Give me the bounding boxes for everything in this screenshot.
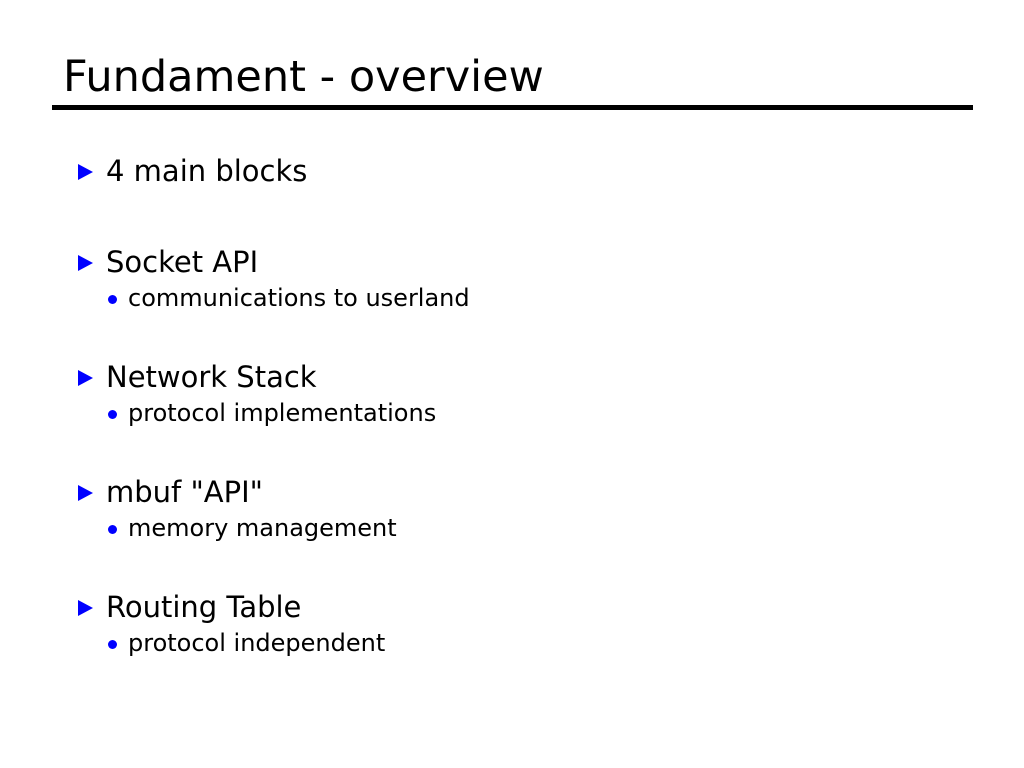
bullet-label-level2: protocol independent bbox=[128, 629, 386, 657]
bullet-label-level2: memory management bbox=[128, 514, 397, 542]
outline-group: Network Stack protocol implementations bbox=[78, 356, 978, 430]
bullet-item-level2: protocol implementations bbox=[108, 397, 978, 430]
outline-group: Routing Table protocol independent bbox=[78, 586, 978, 660]
bullet-item-level2: protocol independent bbox=[108, 627, 978, 660]
bullet-label-level1: Network Stack bbox=[106, 359, 317, 394]
group-spacer bbox=[78, 315, 978, 356]
bullet-label-level2: protocol implementations bbox=[128, 399, 437, 427]
dot-icon bbox=[108, 295, 117, 304]
bullet-item-level1: Network Stack bbox=[78, 356, 978, 397]
outline-group: mbuf "API" memory management bbox=[78, 471, 978, 545]
bullet-item-level2: communications to userland bbox=[108, 282, 978, 315]
triangle-right-icon bbox=[78, 254, 93, 271]
bullet-label-level2: communications to userland bbox=[128, 284, 470, 312]
bullet-label-level1: Routing Table bbox=[106, 589, 302, 624]
title-divider bbox=[52, 105, 973, 110]
bullet-item-level1: Routing Table bbox=[78, 586, 978, 627]
bullet-item-level1: Socket API bbox=[78, 241, 978, 282]
group-spacer bbox=[78, 191, 978, 241]
bullet-label-level1: Socket API bbox=[106, 244, 259, 279]
triangle-right-icon bbox=[78, 163, 93, 180]
triangle-right-icon bbox=[78, 599, 93, 616]
bullet-item-level2: memory management bbox=[108, 512, 978, 545]
bullet-item-level1: 4 main blocks bbox=[78, 150, 978, 191]
triangle-right-icon bbox=[78, 484, 93, 501]
dot-icon bbox=[108, 640, 117, 649]
dot-icon bbox=[108, 525, 117, 534]
group-spacer bbox=[78, 545, 978, 586]
page-title: Fundament - overview bbox=[63, 52, 544, 102]
dot-icon bbox=[108, 410, 117, 419]
slide-body: 4 main blocks Socket API communications … bbox=[78, 150, 978, 660]
group-spacer bbox=[78, 430, 978, 471]
bullet-label-level1: mbuf "API" bbox=[106, 474, 264, 509]
outline-group: 4 main blocks bbox=[78, 150, 978, 191]
outline-group: Socket API communications to userland bbox=[78, 241, 978, 315]
bullet-item-level1: mbuf "API" bbox=[78, 471, 978, 512]
bullet-label-level1: 4 main blocks bbox=[106, 153, 308, 188]
slide-title-block: Fundament - overview bbox=[52, 52, 973, 110]
triangle-right-icon bbox=[78, 369, 93, 386]
